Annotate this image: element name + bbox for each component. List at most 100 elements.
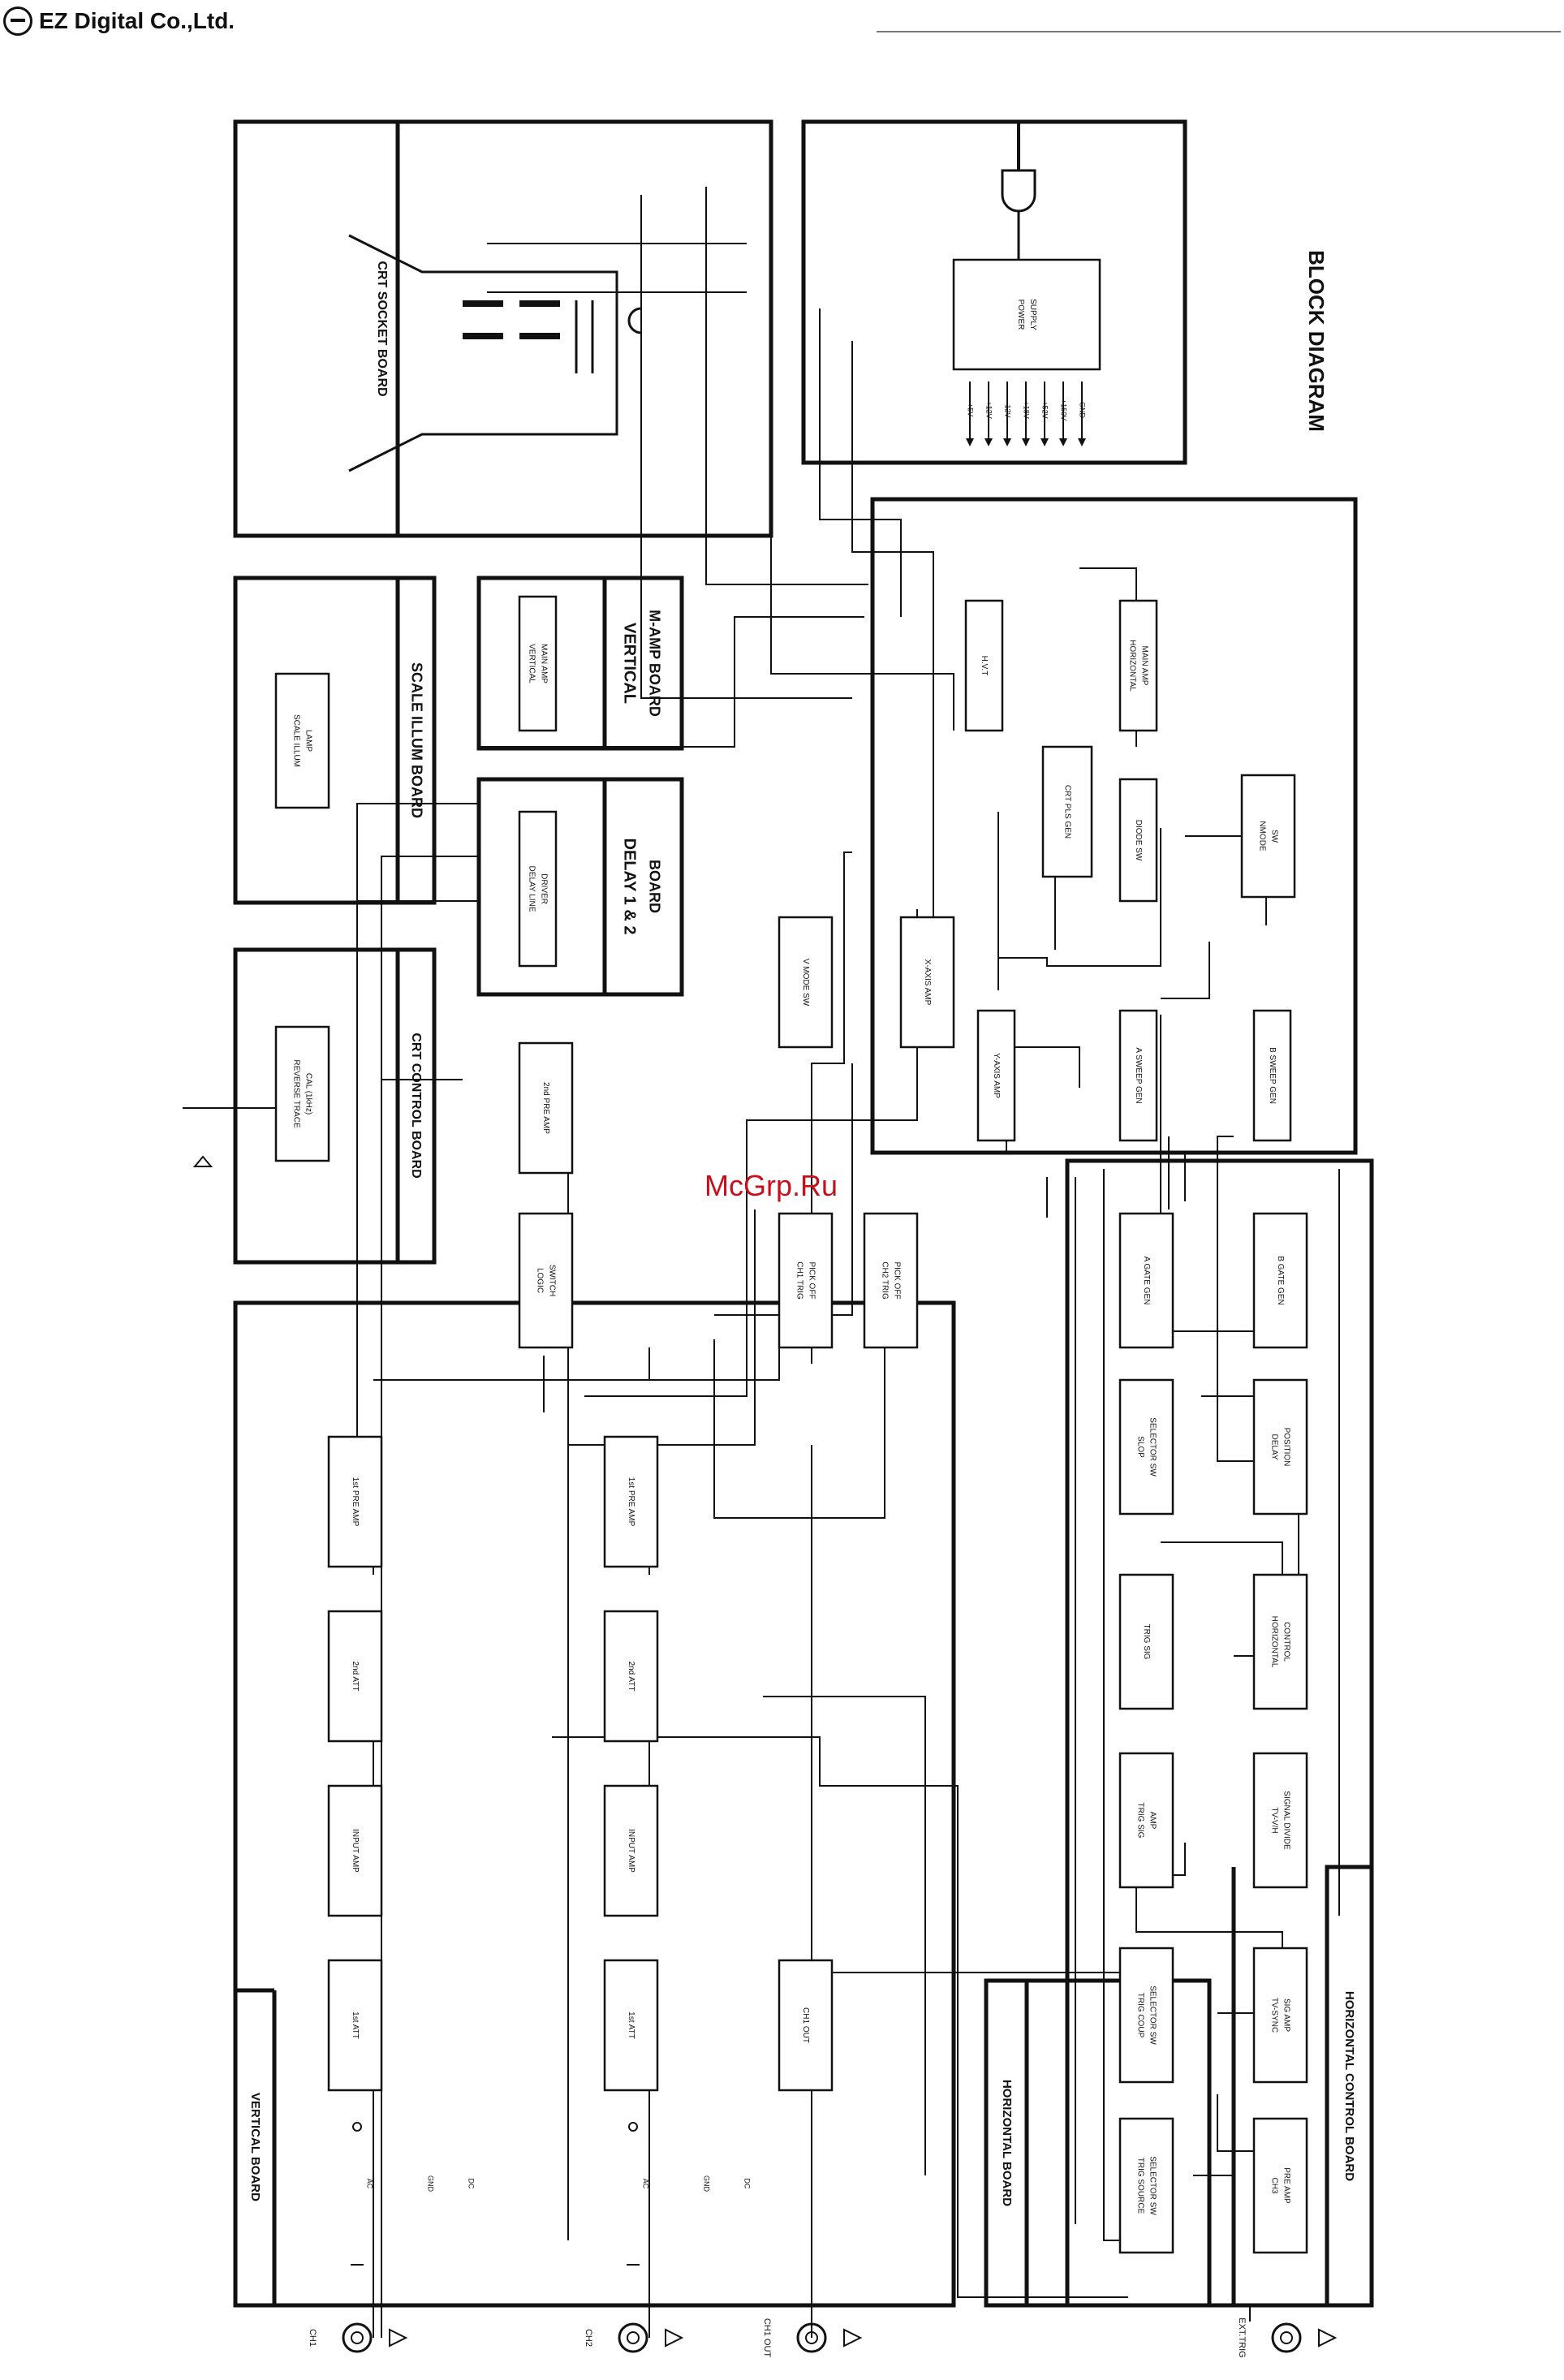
block-label-delay-position-1: DELAY — [1269, 1434, 1278, 1459]
block-diode-sw — [1118, 778, 1158, 903]
block-trig-sig — [1118, 1573, 1174, 1710]
block-label-second-att-2: 2nd ATT — [627, 1661, 636, 1691]
block-label-a-gate-gen: A GATE GEN — [1142, 1257, 1151, 1305]
block-label-ch2-trig-pick-off-2: PICK OFF — [892, 1261, 901, 1299]
block-horizontal-control — [1252, 1573, 1308, 1710]
block-label-ch3-pre-amp-1: CH3 — [1269, 2177, 1278, 2193]
wire-23 — [998, 828, 1161, 967]
block-label-tv-sync-amp-2: SIG AMP — [1282, 1998, 1290, 2032]
block-label-nmode-sw-2: SW — [1269, 830, 1278, 843]
block-label-second-pre-amp: 2nd PRE AMP — [541, 1082, 550, 1134]
wire-16 — [705, 187, 868, 585]
coupling-switch-1-icon — [352, 2122, 362, 2132]
block-label-ch3-pre-amp-2: PRE AMP — [1282, 2167, 1290, 2204]
supply-rail-label-1: +5V — [967, 403, 975, 416]
block-label-nmode-sw-1: NMODE — [1257, 821, 1266, 852]
supply-rail-label-2: +12V — [985, 401, 993, 418]
supply-rail-label-6: +150V — [1060, 399, 1068, 420]
company-logo: EZ Digital Co.,Ltd. — [3, 6, 235, 36]
block-a-sweep-gen — [1118, 1009, 1158, 1142]
input-ch1-out-ground-icon — [843, 2328, 863, 2348]
block-label-trig-coup-selector-2: SELECTOR SW — [1148, 1985, 1157, 2045]
block-label-logic-switch-1: LOGIC — [535, 1268, 544, 1293]
wire-19 — [819, 308, 902, 617]
wire-20 — [851, 341, 934, 958]
block-label-delay-position-2: POSITION — [1282, 1428, 1290, 1467]
block-input-amp — [327, 1784, 383, 1917]
wire-42 — [957, 1932, 1128, 2298]
company-name: EZ Digital Co.,Ltd. — [39, 8, 235, 33]
block-ch3-pre-amp — [1252, 2117, 1308, 2254]
block-label-horizontal-control-1: HORIZONTAL — [1269, 1616, 1278, 1668]
block-label-first-pre-amp-2: 1st PRE AMP — [627, 1477, 636, 1527]
input-label-ch2: CH2 — [584, 2329, 593, 2347]
coupling-ac-label-1: AC — [366, 2179, 374, 2189]
block-label-vertical-main-amp-1: VERTICAL — [527, 644, 536, 683]
wire-12 — [763, 1696, 926, 2175]
wire-14 — [584, 909, 918, 1397]
supply-rail-arrow-2 — [985, 438, 993, 446]
block-label-scale-illum-lamp-1: SCALE ILLUM — [291, 714, 300, 767]
block-trig-source-selector — [1118, 2117, 1174, 2254]
block-x-axis-amp — [899, 916, 955, 1049]
block-label-power-supply-1: POWER — [1016, 300, 1025, 330]
block-label-vertical-main-amp-2: MAIN AMP — [539, 644, 548, 683]
supply-rail-arrow-3 — [1003, 438, 1011, 446]
supply-rail-label-4: +18V — [1023, 401, 1031, 418]
block-label-b-gate-gen: B GATE GEN — [1276, 1256, 1285, 1304]
block-label-hvt: H.V.T — [980, 656, 989, 676]
board-label-horizontal-control: HORIZONTAL CONTROL BOARD — [1342, 1991, 1356, 2181]
wire-1 — [333, 803, 479, 1446]
block-logic-switch — [518, 1212, 574, 1349]
board-label-vertical: VERTICAL BOARD — [248, 2093, 262, 2201]
block-first-att — [327, 1959, 383, 2092]
supply-rail-arrow-5 — [1041, 438, 1049, 446]
block-label-ch1-out: CH1 OUT — [801, 2007, 810, 2043]
block-label-tv-sync-amp-1: TV-SYNC — [1269, 1998, 1278, 2033]
connectors — [183, 122, 1338, 2353]
crt-tube-icon — [348, 234, 618, 472]
block-horizontal-main-amp — [1118, 599, 1158, 732]
supply-rail-label-3: -12V — [1004, 402, 1012, 417]
board-vertical — [233, 1300, 956, 2308]
wire-4 — [381, 1079, 463, 2338]
block-b-gate-gen — [1252, 1212, 1308, 1349]
block-label-logic-switch-2: SWITCH — [547, 1265, 556, 1296]
block-second-att-2 — [603, 1610, 659, 1743]
wire-10 — [713, 1299, 885, 1519]
input-ch1-out-pin-icon — [805, 2331, 818, 2344]
block-label-trig-source-selector-1: TRIG SOURCE — [1135, 2158, 1144, 2214]
deflection-plate-1 — [463, 300, 503, 307]
block-power-supply — [952, 258, 1101, 371]
input-ch1-ground-icon — [389, 2328, 408, 2348]
block-label-trig-coup-selector-1: TRIG COUP — [1135, 1993, 1144, 2038]
board-crt-socket — [233, 119, 773, 538]
block-tv-vh-divide — [1252, 1752, 1308, 1889]
company-logo-icon — [3, 6, 32, 36]
block-delay-line — [518, 810, 558, 968]
block-label-reverse-trace-1: REVERSE TRACE — [291, 1059, 300, 1128]
block-label-horizontal-main-amp-1: HORIZONTAL — [1127, 640, 1136, 692]
coupling-switch-2-icon — [628, 2122, 638, 2132]
block-vertical-main-amp — [518, 595, 558, 732]
block-label-v-mode-sw: V MODE SW — [801, 959, 810, 1007]
power-board — [801, 119, 1187, 465]
block-v-mode-sw — [778, 916, 834, 1049]
block-label-x-axis-amp: X-AXIS AMP — [923, 959, 932, 1006]
wire-18 — [770, 244, 954, 731]
wire-31 — [1217, 1136, 1266, 1462]
block-label-ch1-trig-pick-off-1: CH1 TRIG — [795, 1261, 804, 1300]
block-label-diode-sw: DIODE SW — [1134, 820, 1143, 861]
input-ext-trig-pin-icon — [1280, 2331, 1293, 2344]
wire-6 — [568, 1209, 756, 1446]
diagram-title: BLOCK DIAGRAM — [1304, 250, 1329, 432]
crt-cathode-icon — [627, 307, 642, 334]
board-scale-illum — [233, 576, 437, 905]
block-label-b-sweep-gen: B SWEEP GEN — [1268, 1047, 1277, 1104]
block-label-trig-sig-amp-2: AMP — [1148, 1812, 1157, 1830]
board-outlines — [233, 119, 1374, 2308]
input-ch1-out-icon — [796, 2322, 827, 2353]
coupling-gnd-label-1: GND — [427, 2175, 435, 2192]
wire-9 — [714, 1063, 853, 1316]
wire-27 — [1161, 942, 1210, 999]
